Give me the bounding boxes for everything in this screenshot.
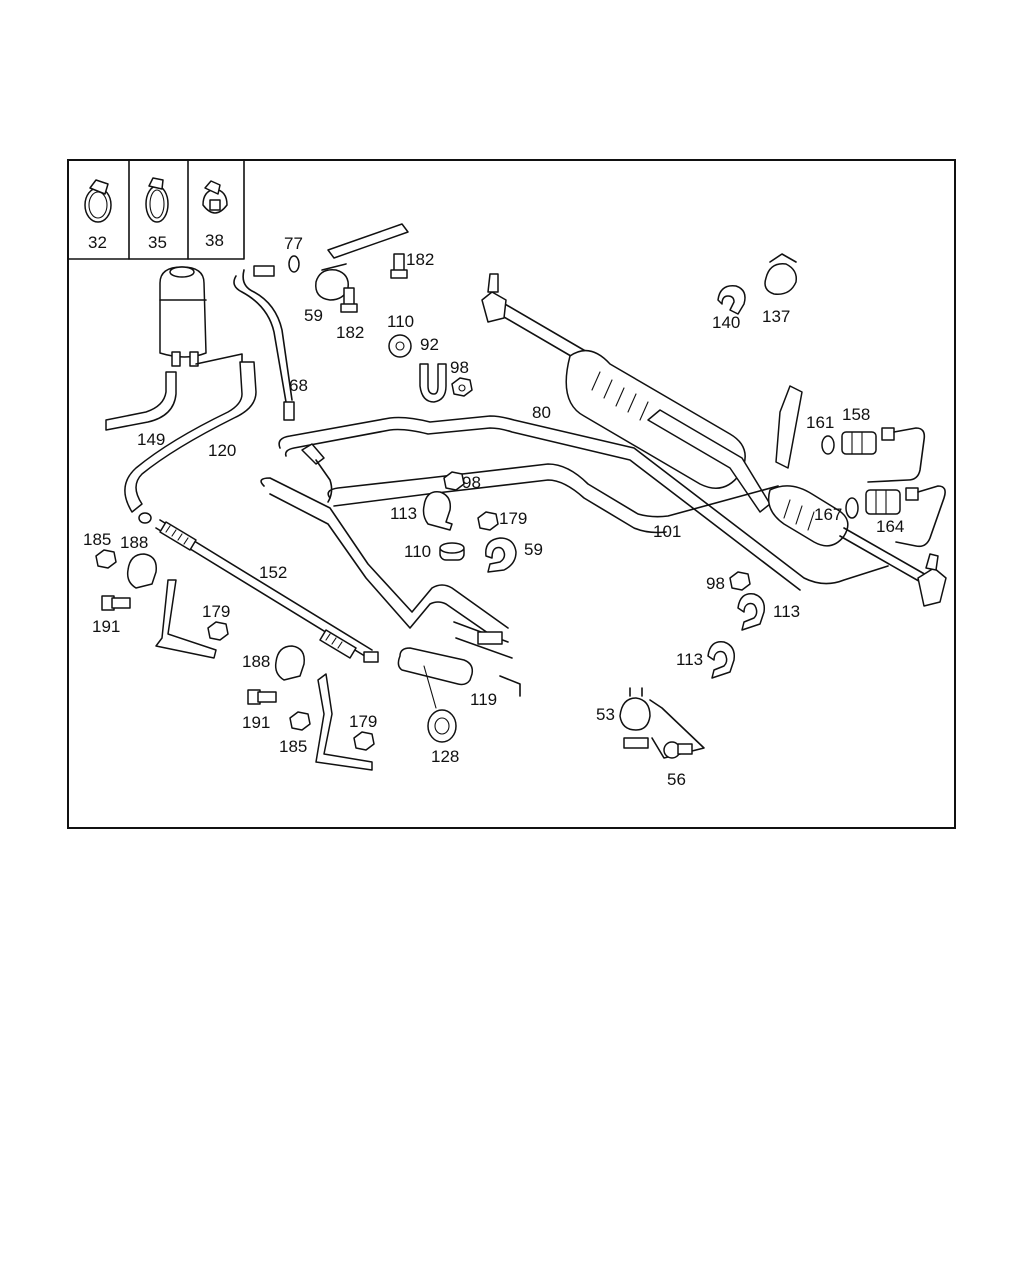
callout-113c: 113 — [676, 650, 703, 669]
bracket-lower — [315, 673, 373, 771]
callout-80: 80 — [532, 403, 551, 422]
callout-191b: 191 — [242, 713, 270, 732]
callout-185a: 185 — [83, 530, 111, 549]
cooler-line-152 — [155, 519, 379, 663]
line-101 — [327, 463, 779, 518]
callout-161: 161 — [806, 413, 834, 432]
callout-119: 119 — [470, 690, 497, 709]
callout-59a: 59 — [304, 306, 323, 325]
nut-98-center — [443, 471, 465, 491]
callout-179c: 179 — [349, 712, 377, 731]
bolt-182-lower — [340, 287, 358, 313]
callout-188a: 188 — [120, 533, 148, 552]
hose-119 — [397, 647, 474, 686]
bolt-191-left — [101, 595, 131, 611]
pressure-line-68 — [233, 275, 287, 403]
callout-59b: 59 — [524, 540, 543, 559]
callout-149: 149 — [137, 430, 165, 449]
diagram-frame — [67, 159, 956, 829]
callout-164: 164 — [876, 517, 904, 536]
callout-92: 92 — [420, 335, 439, 354]
callout-120: 120 — [208, 441, 236, 460]
callout-185b: 185 — [279, 737, 307, 756]
nut-185-left — [95, 549, 117, 569]
callout-167: 167 — [814, 505, 842, 524]
callout-110a: 110 — [387, 312, 414, 331]
callout-101: 101 — [653, 522, 681, 541]
callout-77: 77 — [284, 234, 303, 253]
callout-182b: 182 — [336, 323, 364, 342]
callout-137: 137 — [762, 307, 790, 326]
callout-140: 140 — [712, 313, 740, 332]
callout-152: 152 — [259, 563, 287, 582]
callout-158: 158 — [842, 405, 870, 424]
callout-35: 35 — [148, 233, 167, 252]
callout-179a: 179 — [499, 509, 527, 528]
line-119 — [260, 477, 509, 629]
seal-161 — [821, 435, 835, 455]
callout-53: 53 — [596, 705, 615, 724]
return-hose-149 — [105, 371, 177, 431]
nut-98-top — [451, 377, 473, 397]
callout-113a: 113 — [390, 504, 417, 523]
hose-clamp-35 — [145, 177, 169, 223]
tie-rod-end-right — [917, 553, 947, 607]
bracket-plate — [327, 223, 409, 259]
callout-38: 38 — [205, 231, 224, 250]
clip-113-right-upper — [737, 593, 766, 631]
hose-clamp-32 — [84, 179, 112, 223]
callout-110b: 110 — [404, 542, 431, 561]
fitting-164 — [865, 489, 901, 515]
nut-185-lower — [289, 711, 311, 731]
bolt-191-lower — [247, 689, 277, 705]
callout-98b: 98 — [462, 473, 481, 492]
clip-188-lower — [274, 645, 305, 681]
bolt-182-top — [390, 253, 408, 279]
callout-182a: 182 — [406, 250, 434, 269]
seal-167 — [845, 497, 859, 519]
line-80 — [278, 415, 889, 585]
suction-hose-120 — [124, 361, 257, 513]
callout-191a: 191 — [92, 617, 120, 636]
callout-113b: 113 — [773, 602, 800, 621]
bolt-56 — [663, 741, 693, 759]
nut-179-lower — [353, 731, 375, 751]
grommet-128 — [427, 709, 457, 743]
clip-113-center — [422, 491, 453, 531]
steering-rack — [491, 299, 929, 585]
nut-98-right — [729, 571, 751, 591]
mount-clamp-53 — [619, 687, 705, 759]
callout-32: 32 — [88, 233, 107, 252]
nut-179-left — [207, 621, 229, 641]
nut-179-center — [477, 511, 499, 531]
clip-59-center — [485, 537, 517, 573]
tie-rod-end-left — [481, 273, 507, 323]
callout-56: 56 — [667, 770, 686, 789]
callout-68: 68 — [289, 376, 308, 395]
clip-92 — [419, 363, 447, 403]
spacer-110-top — [388, 334, 412, 358]
callout-179b: 179 — [202, 602, 230, 621]
callout-labels: 32 35 38 77 182 59 182 68 149 120 110 92… — [83, 231, 904, 789]
hose-clamp-38 — [202, 180, 228, 214]
callout-98c: 98 — [706, 574, 725, 593]
clip-137 — [764, 263, 798, 295]
callout-128: 128 — [431, 747, 459, 766]
fluid-reservoir — [159, 266, 207, 367]
clip-140 — [717, 285, 746, 315]
clamp-inset-box — [67, 159, 245, 260]
fitting-158 — [841, 431, 877, 455]
callout-98a: 98 — [450, 358, 469, 377]
callout-188b: 188 — [242, 652, 270, 671]
bracket-left — [155, 579, 217, 659]
clip-113-right-lower — [707, 641, 736, 679]
clip-188-left — [126, 553, 157, 589]
seal-ring-77 — [288, 255, 300, 273]
spacer-110-center — [439, 542, 465, 561]
